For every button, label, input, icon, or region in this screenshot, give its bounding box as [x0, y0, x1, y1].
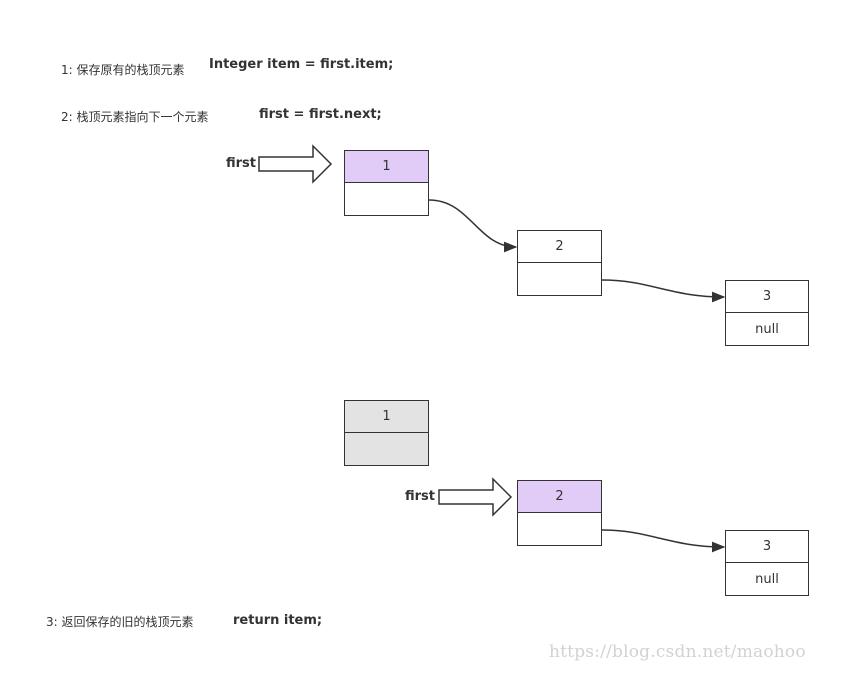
- step-3-label: 3: 返回保存的旧的栈顶元素: [46, 615, 194, 629]
- step-1-label: 1: 保存原有的栈顶元素: [61, 63, 185, 77]
- step-3-code: return item;: [233, 613, 323, 628]
- node-2-top: 2: [517, 230, 602, 296]
- node-1-bottom-value: 1: [345, 401, 428, 433]
- first-pointer-label-top: first: [226, 156, 256, 171]
- first-pointer-arrow-bottom: [438, 477, 513, 517]
- step-2-code: first = first.next;: [259, 107, 382, 122]
- link-node2-node3-bottom: [601, 529, 726, 553]
- node-3-top-value: 3: [726, 281, 808, 313]
- watermark: https://blog.csdn.net/maohoo: [549, 642, 806, 662]
- step-2-label: 2: 栈顶元素指向下一个元素: [61, 110, 209, 124]
- node-1-bottom-next: [345, 433, 428, 465]
- node-2-bottom: 2: [517, 480, 602, 546]
- node-1-top-next: [345, 183, 428, 215]
- node-2-top-next: [518, 263, 601, 295]
- node-1-bottom-detached: 1: [344, 400, 429, 466]
- node-3-bottom-value: 3: [726, 531, 808, 563]
- first-pointer-arrow-top: [258, 144, 333, 184]
- node-3-top: 3 null: [725, 280, 809, 346]
- node-1-top: 1: [344, 150, 429, 216]
- first-pointer-label-bottom: first: [405, 489, 435, 504]
- node-1-top-value: 1: [345, 151, 428, 183]
- node-2-bottom-next: [518, 513, 601, 545]
- node-3-bottom: 3 null: [725, 530, 809, 596]
- node-3-top-next: null: [755, 321, 779, 337]
- node-3-bottom-next: null: [755, 571, 779, 587]
- node-2-bottom-value: 2: [518, 481, 601, 513]
- link-node2-node3-top: [601, 279, 726, 303]
- step-1-code: Integer item = first.item;: [209, 57, 394, 72]
- node-2-top-value: 2: [518, 231, 601, 263]
- link-node1-node2-top: [428, 199, 518, 253]
